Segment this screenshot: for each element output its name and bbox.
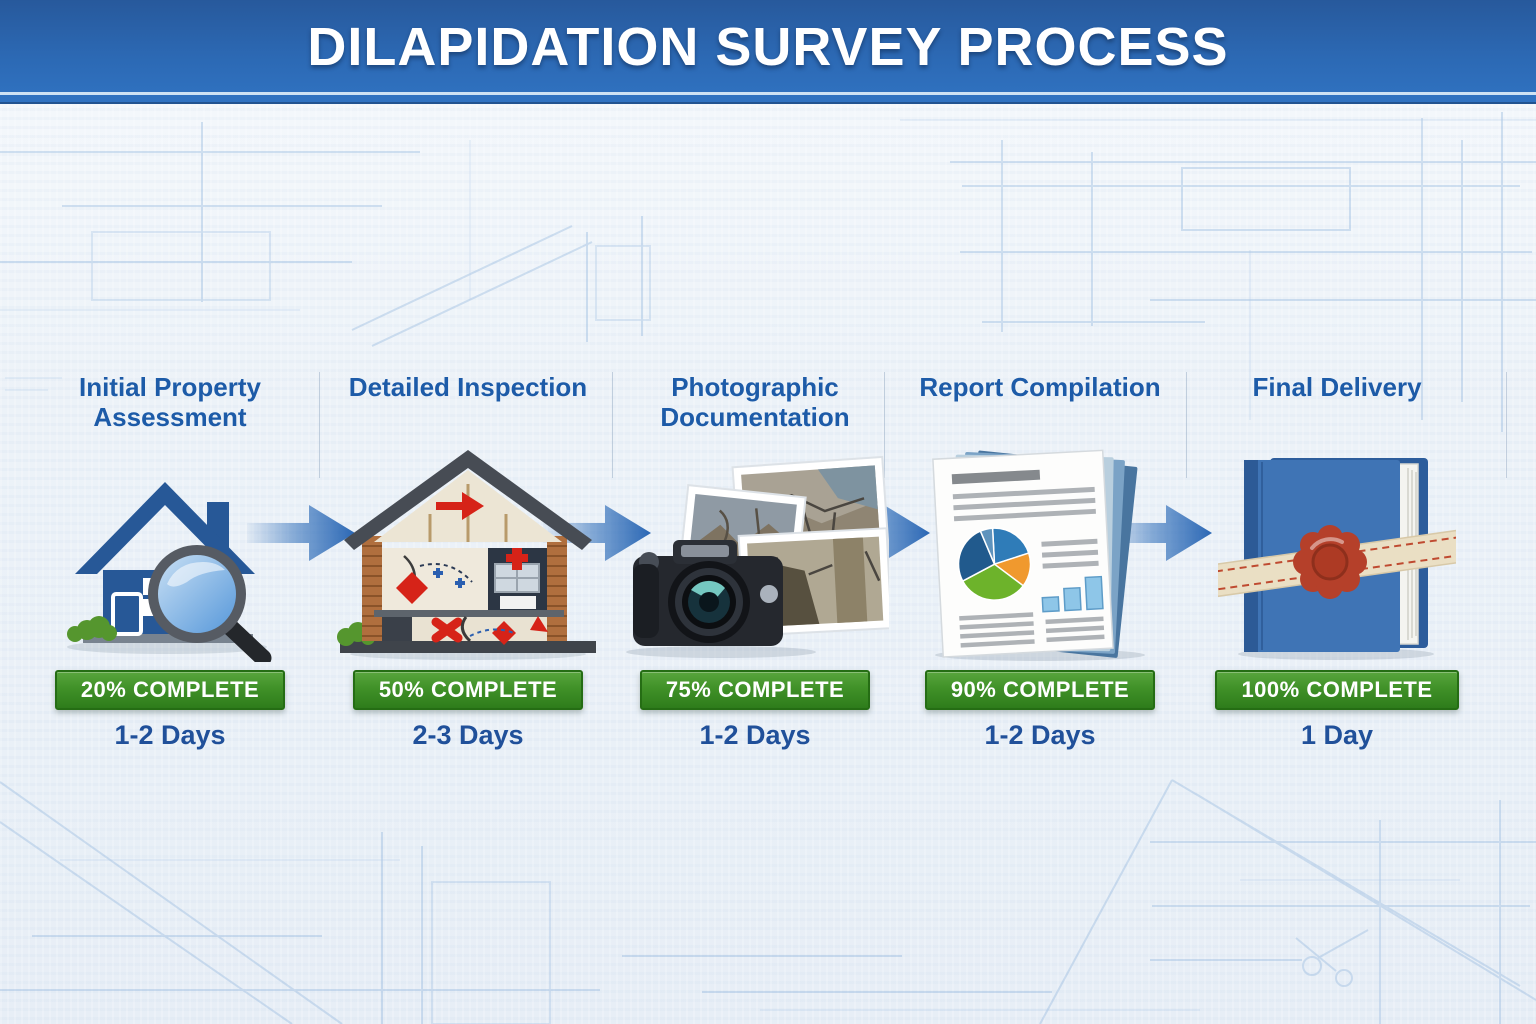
column-divider (1506, 372, 1507, 478)
sealed-report-book-icon (1218, 458, 1456, 660)
header-banner: DILAPIDATION SURVEY PROCESS (0, 0, 1536, 104)
stage-icon-box (621, 438, 889, 662)
report-documents-icon (932, 449, 1145, 661)
house-cross-section-icon (337, 450, 596, 660)
column-divider (1186, 372, 1187, 478)
progress-badge: 20% COMPLETE (54, 670, 286, 710)
column-divider (884, 372, 885, 478)
stage-icon-box (332, 438, 604, 662)
arrow-right-icon (543, 505, 651, 561)
arrow-right-icon (247, 505, 355, 561)
stage-photographic-documentation: Photographic Documentation (614, 372, 896, 751)
stage-initial-property-assessment: Initial Property Assessment (29, 372, 311, 751)
duration-label: 2-3 Days (412, 720, 524, 750)
house-magnifier-icon (67, 482, 272, 662)
stage-icon-box (916, 438, 1164, 662)
arrow-right-icon (1104, 505, 1212, 561)
page-title: DILAPIDATION SURVEY PROCESS (307, 17, 1229, 77)
duration-label: 1-2 Days (114, 720, 226, 750)
column-divider (612, 372, 613, 478)
progress-badge: 90% COMPLETE (924, 670, 1156, 710)
stage-detailed-inspection: Detailed Inspection (327, 372, 609, 751)
column-divider (319, 372, 320, 478)
stage-title: Photographic Documentation (660, 372, 850, 432)
stage-title: Initial Property Assessment (78, 372, 262, 432)
stage-title: Final Delivery (1252, 372, 1422, 402)
stage-report-compilation: Report Compilation (899, 372, 1181, 751)
duration-label: 1 Day (1300, 720, 1374, 750)
stage-icon-box (1218, 438, 1456, 662)
stage-title: Detailed Inspection (348, 372, 588, 402)
duration-label: 1-2 Days (984, 720, 1096, 750)
stage-icon-box (45, 438, 295, 662)
camera-photos-icon (626, 455, 889, 658)
stage-final-delivery: Final Delivery (1196, 372, 1478, 751)
duration-label: 1-2 Days (699, 720, 811, 750)
progress-badge: 50% COMPLETE (352, 670, 584, 710)
progress-badge: 100% COMPLETE (1215, 670, 1459, 710)
progress-badge: 75% COMPLETE (639, 670, 871, 710)
stage-title: Report Compilation (919, 372, 1161, 402)
